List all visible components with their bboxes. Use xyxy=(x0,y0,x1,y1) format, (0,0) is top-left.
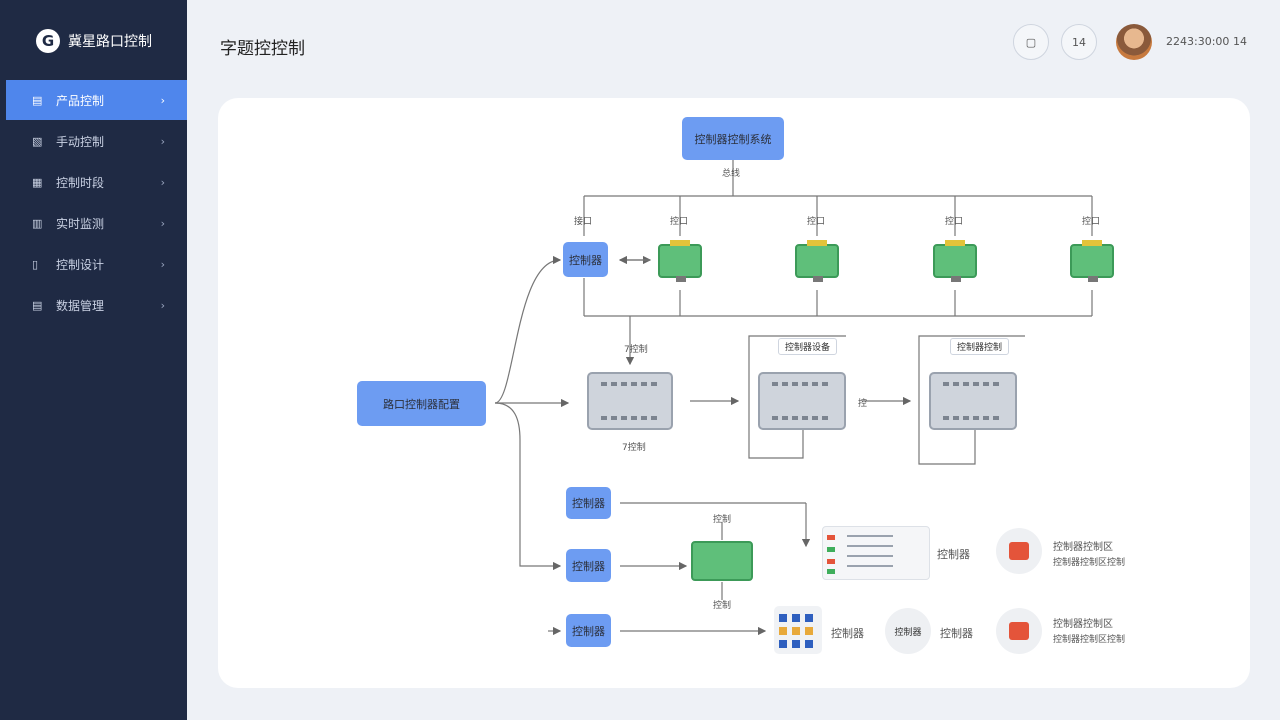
lower-node-1[interactable]: 控制器 xyxy=(566,487,611,519)
sidebar-item-monitor[interactable]: ▥ 实时监测 › xyxy=(6,203,187,243)
warning-icon[interactable] xyxy=(996,608,1042,654)
avatar[interactable] xyxy=(1116,24,1152,60)
app-name: 冀星路口控制 xyxy=(68,34,152,50)
sidebar-item-label: 产品控制 xyxy=(56,93,105,108)
green-device-4[interactable] xyxy=(1070,240,1114,282)
green-device-1[interactable] xyxy=(658,240,702,282)
main-config-node[interactable]: 路口控制器配置 xyxy=(357,381,486,426)
green-bottom-label: 控制 xyxy=(713,601,732,611)
info1-title: 控制器控制区 xyxy=(1053,542,1113,553)
chevron-right-icon: › xyxy=(160,134,165,148)
alarm-icon[interactable] xyxy=(996,528,1042,574)
sidebar-item-label: 手动控制 xyxy=(56,134,105,149)
top-control-system-node[interactable]: 控制器控制系统 xyxy=(682,117,784,160)
chevron-right-icon: › xyxy=(160,93,165,107)
sidebar-item-data[interactable]: ▤ 数据管理 › xyxy=(6,285,187,325)
switch-device-1[interactable] xyxy=(587,372,673,430)
sidebar-nav: ▤ 产品控制 › ▧ 手动控制 › ▦ 控制时段 › ▥ 实时监测 › ▯ 控制… xyxy=(6,80,187,326)
mid-label-2: 控 xyxy=(858,399,868,409)
info2-title: 控制器控制区 xyxy=(1053,619,1113,630)
chevron-right-icon: › xyxy=(160,257,165,271)
legend-label-1: 控制器 xyxy=(937,548,970,561)
logo-icon: G xyxy=(36,29,60,53)
sidebar-item-product-control[interactable]: ▤ 产品控制 › xyxy=(6,80,187,120)
branch-label-1: 接口 xyxy=(574,217,593,227)
list-icon: ▤ xyxy=(32,93,43,107)
notification-button[interactable]: 14 xyxy=(1061,24,1097,60)
mid-label-1: 7控制 xyxy=(624,345,648,355)
doc-icon: ▧ xyxy=(32,134,43,148)
switch-device-3[interactable] xyxy=(929,372,1017,430)
branch-label-4: 控口 xyxy=(945,217,964,227)
app-logo[interactable]: G 冀星路口控制 xyxy=(36,28,152,54)
grid-icon: ▦ xyxy=(32,175,43,189)
branch-label-5: 控口 xyxy=(1082,217,1101,227)
branch-label-3: 控口 xyxy=(807,217,826,227)
circle-mid-label: 控制器 xyxy=(894,627,922,638)
sidebar: G 冀星路口控制 ▤ 产品控制 › ▧ 手动控制 › ▦ 控制时段 › ▥ 实时… xyxy=(0,0,187,720)
info1-sub: 控制器控制区控制 xyxy=(1053,558,1126,568)
left-controller-node[interactable]: 控制器 xyxy=(563,242,608,277)
info2-sub: 控制器控制区控制 xyxy=(1053,635,1126,645)
monitor-icon: ▥ xyxy=(32,216,43,230)
switch-device-2[interactable] xyxy=(758,372,846,430)
legend-label-2: 控制器 xyxy=(831,627,864,640)
user-count: 14 xyxy=(1233,35,1247,48)
sidebar-item-label: 数据管理 xyxy=(56,298,105,313)
switch-label: 7控制 xyxy=(622,443,646,453)
keypad-icon[interactable] xyxy=(774,606,822,654)
lower-node-3[interactable]: 控制器 xyxy=(566,614,611,647)
sidebar-item-time-control[interactable]: ▦ 控制时段 › xyxy=(6,162,187,202)
green-device-3[interactable] xyxy=(933,240,977,282)
user-time: 2243:30:00 xyxy=(1166,35,1230,48)
screen-button[interactable]: ▢ xyxy=(1013,24,1049,60)
ctrl-label: 控制器 xyxy=(940,627,973,640)
sidebar-item-manual-control[interactable]: ▧ 手动控制 › xyxy=(6,121,187,161)
green-device-2[interactable] xyxy=(795,240,839,282)
green-controller-box[interactable] xyxy=(691,541,753,581)
sidebar-item-label: 实时监测 xyxy=(56,216,105,231)
green-top-label: 控制 xyxy=(713,515,732,525)
bus-label: 总线 xyxy=(722,169,741,179)
signal-legend-panel xyxy=(822,526,930,580)
tag-control: 控制器控制 xyxy=(950,338,1010,355)
chevron-right-icon: › xyxy=(160,298,165,312)
sidebar-item-label: 控制时段 xyxy=(56,175,105,190)
lower-node-2[interactable]: 控制器 xyxy=(566,549,611,582)
branch-label-2: 控口 xyxy=(670,217,689,227)
controller-circle-icon[interactable]: 控制器 xyxy=(885,608,931,654)
page-title: 字题控控制 xyxy=(220,39,305,59)
chevron-right-icon: › xyxy=(160,216,165,230)
tag-device: 控制器设备 xyxy=(778,338,838,355)
table-icon: ▤ xyxy=(32,298,43,312)
sidebar-item-design[interactable]: ▯ 控制设计 › xyxy=(6,244,187,284)
sidebar-item-label: 控制设计 xyxy=(56,257,105,272)
file-icon: ▯ xyxy=(32,257,39,271)
chevron-right-icon: › xyxy=(160,175,165,189)
